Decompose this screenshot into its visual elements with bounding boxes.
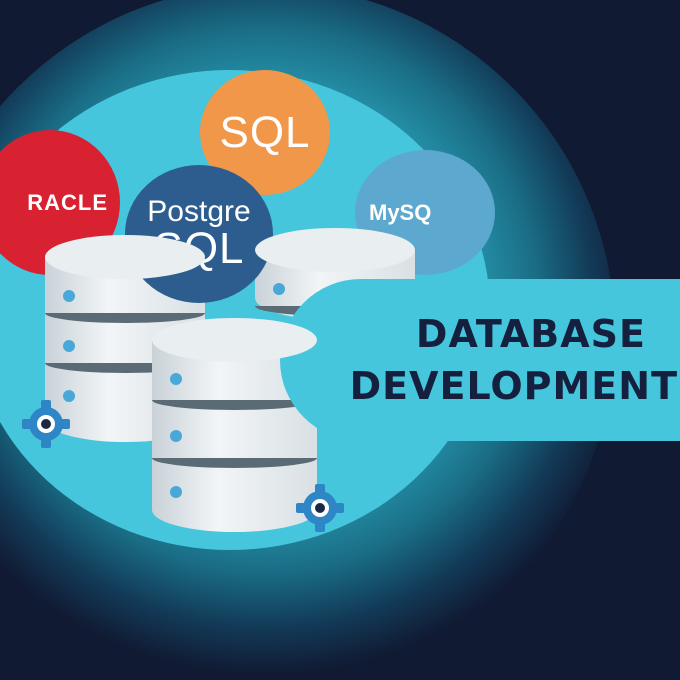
oracle-logo-text: RACLE: [27, 189, 108, 215]
gear-icon: [296, 484, 344, 532]
gear-icon: [22, 400, 70, 448]
postgresql-logo-top: Postgre: [147, 195, 251, 228]
banner-title-line1: DATABASE: [415, 312, 646, 356]
sql-logo-text: SQL: [219, 107, 311, 157]
postgresql-logo: Postgre SQL: [125, 165, 273, 303]
database-icon-center: [152, 318, 317, 533]
mysql-logo-text: MySQ: [369, 199, 432, 225]
banner-title-line2: DEVELOPMENT: [349, 364, 678, 408]
title-banner: DATABASE DEVELOPMENT: [280, 279, 680, 441]
